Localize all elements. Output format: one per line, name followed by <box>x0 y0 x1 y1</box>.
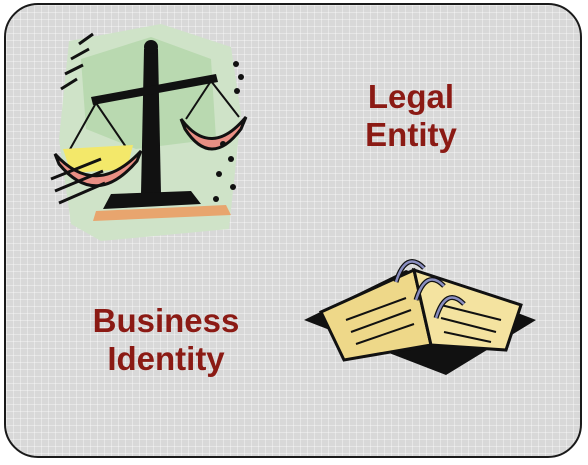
business-identity-line-2: Identity <box>107 340 225 377</box>
legal-entity-label: Legal Entity <box>336 78 486 154</box>
business-identity-line-1: Business <box>92 302 240 339</box>
content-panel: Legal Entity Business Identity <box>4 3 582 458</box>
legal-entity-line-2: Entity <box>365 116 457 153</box>
legal-entity-line-1: Legal <box>367 78 455 115</box>
business-identity-label: Business Identity <box>61 302 271 378</box>
scales-of-justice-icon <box>50 24 248 241</box>
open-book-icon <box>304 259 536 375</box>
